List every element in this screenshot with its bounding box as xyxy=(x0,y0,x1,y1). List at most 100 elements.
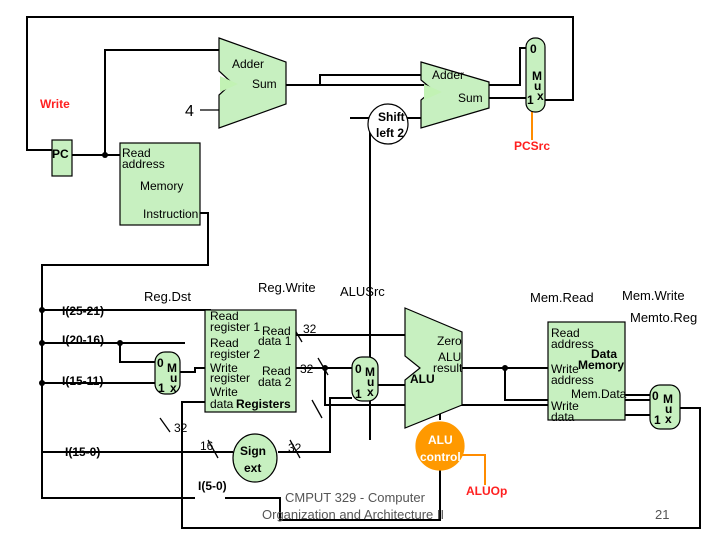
constant-four: 4 xyxy=(185,103,194,120)
sign-extend-shape xyxy=(232,433,278,483)
alu-zero-label: Zero xyxy=(437,334,462,348)
dmem-write-address-label: address xyxy=(551,373,594,387)
width-slash-5 xyxy=(311,399,323,419)
alu-shape xyxy=(404,307,463,429)
junction-dot xyxy=(39,340,45,346)
memtoreg-mux-u: u xyxy=(665,402,672,416)
dmem-memory-label: Memory xyxy=(578,358,624,372)
alu-control-label-2: control xyxy=(420,450,461,464)
footer-line-1: CMPUT 329 - Computer xyxy=(285,490,426,505)
regdst-mux-x: x xyxy=(170,381,177,395)
rf-rdata2-a: Read xyxy=(262,364,291,378)
dmem-read-label: Read xyxy=(551,326,580,340)
alu-control-shape xyxy=(415,421,465,471)
adder-1-shape xyxy=(218,37,287,129)
alusrc-mux-u: u xyxy=(367,375,374,389)
adder-1-sum: Sum xyxy=(252,77,277,91)
pc-mux-in1: 1 xyxy=(527,93,534,107)
alusrc-mux-shape xyxy=(351,356,379,402)
dmem-data-label: Data xyxy=(591,347,617,361)
rf-title: Registers xyxy=(236,397,291,411)
imem-read-label: Read xyxy=(122,146,151,160)
shift-left-2-shape xyxy=(367,103,409,145)
signext-out-wire xyxy=(278,397,352,453)
register-file: Read register 1 Read data 1 Read registe… xyxy=(204,309,297,413)
adder-2-sum: Sum xyxy=(458,91,483,105)
regdst-label: Reg.Dst xyxy=(144,289,191,304)
pc-mux-x: x xyxy=(537,89,544,103)
adder-1: Adder Sum xyxy=(218,37,287,129)
pc4-to-adder2-wire xyxy=(286,74,421,86)
alu-result-label-1: ALU xyxy=(438,350,461,364)
rf-read2-a: Read xyxy=(210,336,239,350)
data-memory-shape xyxy=(547,321,626,421)
imem-address-label: address xyxy=(122,157,165,171)
memtoreg-mux-x: x xyxy=(665,412,672,426)
dmem-write-label: Write xyxy=(551,362,579,376)
adder-2-arrow-icon xyxy=(424,84,442,100)
pc-register: PC xyxy=(51,139,73,177)
field-5-0: I(5-0) xyxy=(198,479,227,493)
rf-rdata2-b: data 2 xyxy=(258,375,292,389)
alusrc-label: ALUSrc xyxy=(340,284,385,299)
pcsrc-label: PCSrc xyxy=(514,139,550,153)
sign-extend-label-2: ext xyxy=(244,461,261,475)
pc-mux-in0: 0 xyxy=(530,42,537,56)
width-32-a: 32 xyxy=(303,322,317,336)
page-number: 21 xyxy=(655,507,669,522)
sign-extend-label-1: Sign xyxy=(240,444,266,458)
pc-mux-shape xyxy=(525,37,546,113)
width-32-c: 32 xyxy=(174,421,188,435)
memtoreg-mux-in1: 1 xyxy=(654,413,661,427)
pc-register-shape xyxy=(51,139,73,177)
junction-dot xyxy=(102,152,108,158)
pc-feedback-wire xyxy=(26,16,574,151)
memtoreg-label: Memto.Reg xyxy=(630,310,697,325)
rf-rdata1-a: Read xyxy=(262,324,291,338)
adder-2-title: Adder xyxy=(432,68,464,82)
footer-line-2: Organization and Architecture II xyxy=(262,507,444,522)
alusrc-mux-x: x xyxy=(367,385,374,399)
width-32-b: 32 xyxy=(300,362,314,376)
dmem-memdata-label: Mem.Data xyxy=(571,387,627,401)
adder-1-title: Adder xyxy=(232,57,264,71)
rf-rdata1-b: data 1 xyxy=(258,334,292,348)
shift-left-2: Shift left 2 xyxy=(367,103,409,145)
memwrite-label: Mem.Write xyxy=(622,288,685,303)
memread-label: Mem.Read xyxy=(530,290,594,305)
memtoreg-mux: 0 M u x 1 xyxy=(649,384,681,430)
width-slash-4 xyxy=(289,439,301,459)
alusrc-mux-m: M xyxy=(365,365,375,379)
regdst-mux-m: M xyxy=(167,361,177,375)
rf-writedata-a: Write xyxy=(210,385,238,399)
dmem-address-label: address xyxy=(551,337,594,351)
pc-mux-u: u xyxy=(534,79,541,93)
rf-read1-b: register 1 xyxy=(210,320,260,334)
width-slash-3 xyxy=(207,439,219,459)
adder-2-shape xyxy=(420,61,490,129)
shift-label-1: Shift xyxy=(378,110,405,124)
regdst-mux-shape xyxy=(154,351,181,395)
regdst-mux-out-wire xyxy=(180,367,205,373)
alu-control: ALU control xyxy=(415,421,465,471)
regdst-mux-in1: 1 xyxy=(158,381,165,395)
memtoreg-mux-in0: 0 xyxy=(652,389,659,403)
wires xyxy=(26,16,701,529)
data-memory: Read address Data Memory Write address M… xyxy=(547,321,627,424)
field-25-21: I(25-21) xyxy=(62,304,104,318)
alusrc-mux-in0: 0 xyxy=(355,362,362,376)
pc-write-label: Write xyxy=(40,97,70,111)
rf-read2-b: register 2 xyxy=(210,347,260,361)
rf-write-b: register xyxy=(210,371,250,385)
dmem-writedata-label-2: data xyxy=(551,410,575,424)
rf-write-a: Write xyxy=(210,361,238,375)
regdst-mux: 0 M u x 1 xyxy=(154,351,181,395)
adder-2: Adder Sum xyxy=(420,61,490,129)
funct-to-alucontrol-wire xyxy=(225,465,441,521)
alusrc-mux-in1: 1 xyxy=(355,387,362,401)
alu-result-label-2: result xyxy=(433,361,463,375)
instr-20-16-wire xyxy=(42,342,155,363)
width-slash-6 xyxy=(159,417,171,433)
memtoreg-mux-shape xyxy=(649,384,681,430)
